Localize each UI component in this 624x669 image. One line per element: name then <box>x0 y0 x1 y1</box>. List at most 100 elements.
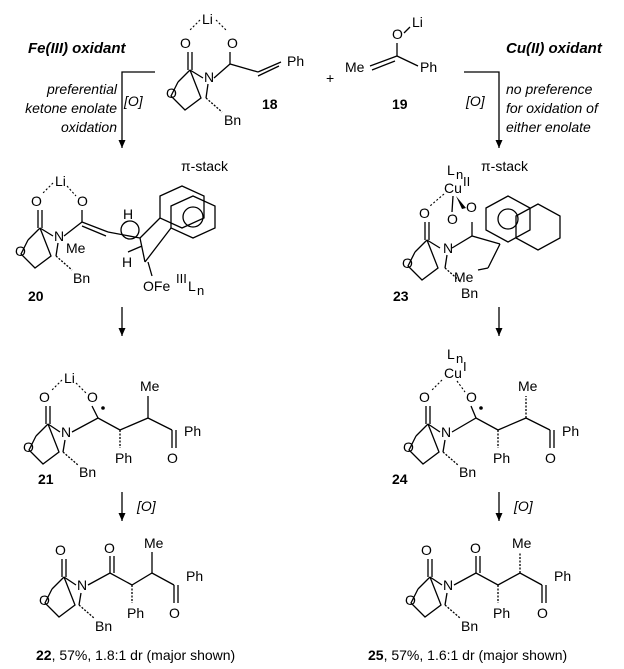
svg-text:O: O <box>15 243 26 259</box>
svg-text:Li: Li <box>412 14 423 30</box>
svg-text:O: O <box>39 389 50 405</box>
svg-text:18: 18 <box>262 96 278 112</box>
cu-oxidant-note: no preference for oxidation of either en… <box>506 81 600 135</box>
svg-text:ketone enolate: ketone enolate <box>25 100 117 116</box>
svg-text:19: 19 <box>392 96 408 112</box>
compound-18: Li O O Ph N O Bn 18 <box>166 11 304 128</box>
svg-text:Me: Me <box>140 378 160 394</box>
svg-text:either enolate: either enolate <box>506 119 591 135</box>
svg-text:Li: Li <box>64 370 75 386</box>
svg-text:N: N <box>61 424 71 440</box>
svg-text:n: n <box>197 283 204 298</box>
svg-text:L: L <box>188 278 196 294</box>
svg-text:Ph: Ph <box>115 450 132 466</box>
caption-compound-25: 25, 57%, 1.6:1 dr (major shown) <box>368 647 567 663</box>
compound-25: O O Me Ph O Ph N O Bn <box>405 535 571 634</box>
pi-stack-label-right: π-stack <box>481 158 529 174</box>
svg-text:Ph: Ph <box>186 568 203 584</box>
fe-oxidant-title: Fe(III) oxidant <box>28 40 127 57</box>
svg-text:O: O <box>419 389 430 405</box>
svg-text:Bn: Bn <box>224 112 241 128</box>
svg-text:I: I <box>463 359 467 374</box>
svg-text:Ph: Ph <box>493 450 510 466</box>
fe-oxidation-step-label: [O] <box>123 93 144 109</box>
svg-text:23: 23 <box>393 288 409 304</box>
step-label-21-to-22: [O] <box>136 498 157 514</box>
compound-23: L n Cu II π-stack O O O N O Me Bn 23 <box>393 158 561 304</box>
svg-text:O: O <box>537 605 548 621</box>
caption-compound-22: 22, 57%, 1.8:1 dr (major shown) <box>36 647 235 663</box>
svg-text:O: O <box>104 540 115 556</box>
pi-stack-label-left: π-stack <box>181 158 229 174</box>
svg-text:O: O <box>545 450 556 466</box>
compound-21: Li O O Me Ph O Ph N O Bn 21 <box>23 370 201 487</box>
svg-text:Ph: Ph <box>287 53 304 69</box>
compound-24: L n Cu I O O Me Ph O Ph N O Bn 24 <box>392 346 579 487</box>
svg-text:Me: Me <box>518 378 538 394</box>
svg-text:21: 21 <box>38 471 54 487</box>
svg-text:Ph: Ph <box>420 59 437 75</box>
svg-text:Ph: Ph <box>562 423 579 439</box>
fe-oxidant-note: preferential ketone enolate oxidation <box>25 81 118 135</box>
svg-text:Bn: Bn <box>461 618 478 634</box>
svg-text:Me: Me <box>144 535 164 551</box>
svg-text:Li: Li <box>55 173 66 189</box>
svg-text:n: n <box>456 351 463 366</box>
svg-text:N: N <box>204 69 214 85</box>
compound-20: π-stack Li O O N O Bn Me H H OFe III L n… <box>15 158 229 304</box>
fe-oxidation-arrow <box>118 71 155 148</box>
svg-text:O: O <box>77 193 88 209</box>
svg-text:L: L <box>447 346 455 362</box>
svg-text:II: II <box>463 174 470 189</box>
svg-text:no preference: no preference <box>506 81 593 97</box>
svg-text:Bn: Bn <box>95 618 112 634</box>
svg-text:O: O <box>180 35 191 51</box>
svg-text:Cu: Cu <box>444 365 462 381</box>
svg-text:O: O <box>421 542 432 558</box>
svg-text:Me: Me <box>454 269 474 285</box>
step-label-24-to-25: [O] <box>513 498 534 514</box>
svg-text:O: O <box>167 450 178 466</box>
svg-text:H: H <box>123 206 133 222</box>
svg-text:Li: Li <box>202 11 213 27</box>
cu-oxidant-title: Cu(II) oxidant <box>506 40 603 57</box>
svg-text:O: O <box>227 35 238 51</box>
svg-text:O: O <box>470 540 481 556</box>
svg-text:O: O <box>169 605 180 621</box>
cu-oxidation-arrow <box>464 71 503 148</box>
svg-text:Ph: Ph <box>554 568 571 584</box>
svg-text:Cu: Cu <box>444 180 462 196</box>
svg-text:O: O <box>447 211 458 227</box>
svg-text:n: n <box>456 167 463 182</box>
svg-text:Bn: Bn <box>461 285 478 301</box>
svg-text:N: N <box>77 577 87 593</box>
svg-text:for oxidation of: for oxidation of <box>506 100 600 116</box>
svg-text:24: 24 <box>392 471 408 487</box>
plus-sign: + <box>326 70 334 86</box>
svg-text:O: O <box>87 389 98 405</box>
svg-text:Ph: Ph <box>127 605 144 621</box>
svg-text:O: O <box>466 199 477 215</box>
svg-text:O: O <box>466 389 477 405</box>
svg-text:O: O <box>402 255 413 271</box>
svg-text:20: 20 <box>28 288 44 304</box>
svg-text:III: III <box>176 271 187 286</box>
svg-text:O: O <box>23 439 34 455</box>
svg-text:N: N <box>54 228 64 244</box>
svg-text:Me: Me <box>512 535 532 551</box>
svg-text:preferential: preferential <box>46 81 118 97</box>
svg-text:Ph: Ph <box>184 423 201 439</box>
svg-text:Ph: Ph <box>493 605 510 621</box>
svg-text:O: O <box>39 592 50 608</box>
svg-text:O: O <box>392 26 403 42</box>
svg-text:OFe: OFe <box>143 278 170 294</box>
compound-19: O Li Me Ph 19 <box>345 14 437 112</box>
svg-text:O: O <box>166 85 177 101</box>
svg-text:Bn: Bn <box>73 270 90 286</box>
svg-text:O: O <box>419 205 430 221</box>
svg-text:H: H <box>122 254 132 270</box>
svg-text:Me: Me <box>345 59 365 75</box>
svg-text:O: O <box>31 193 42 209</box>
svg-text:N: N <box>443 240 453 256</box>
svg-text:oxidation: oxidation <box>61 119 117 135</box>
